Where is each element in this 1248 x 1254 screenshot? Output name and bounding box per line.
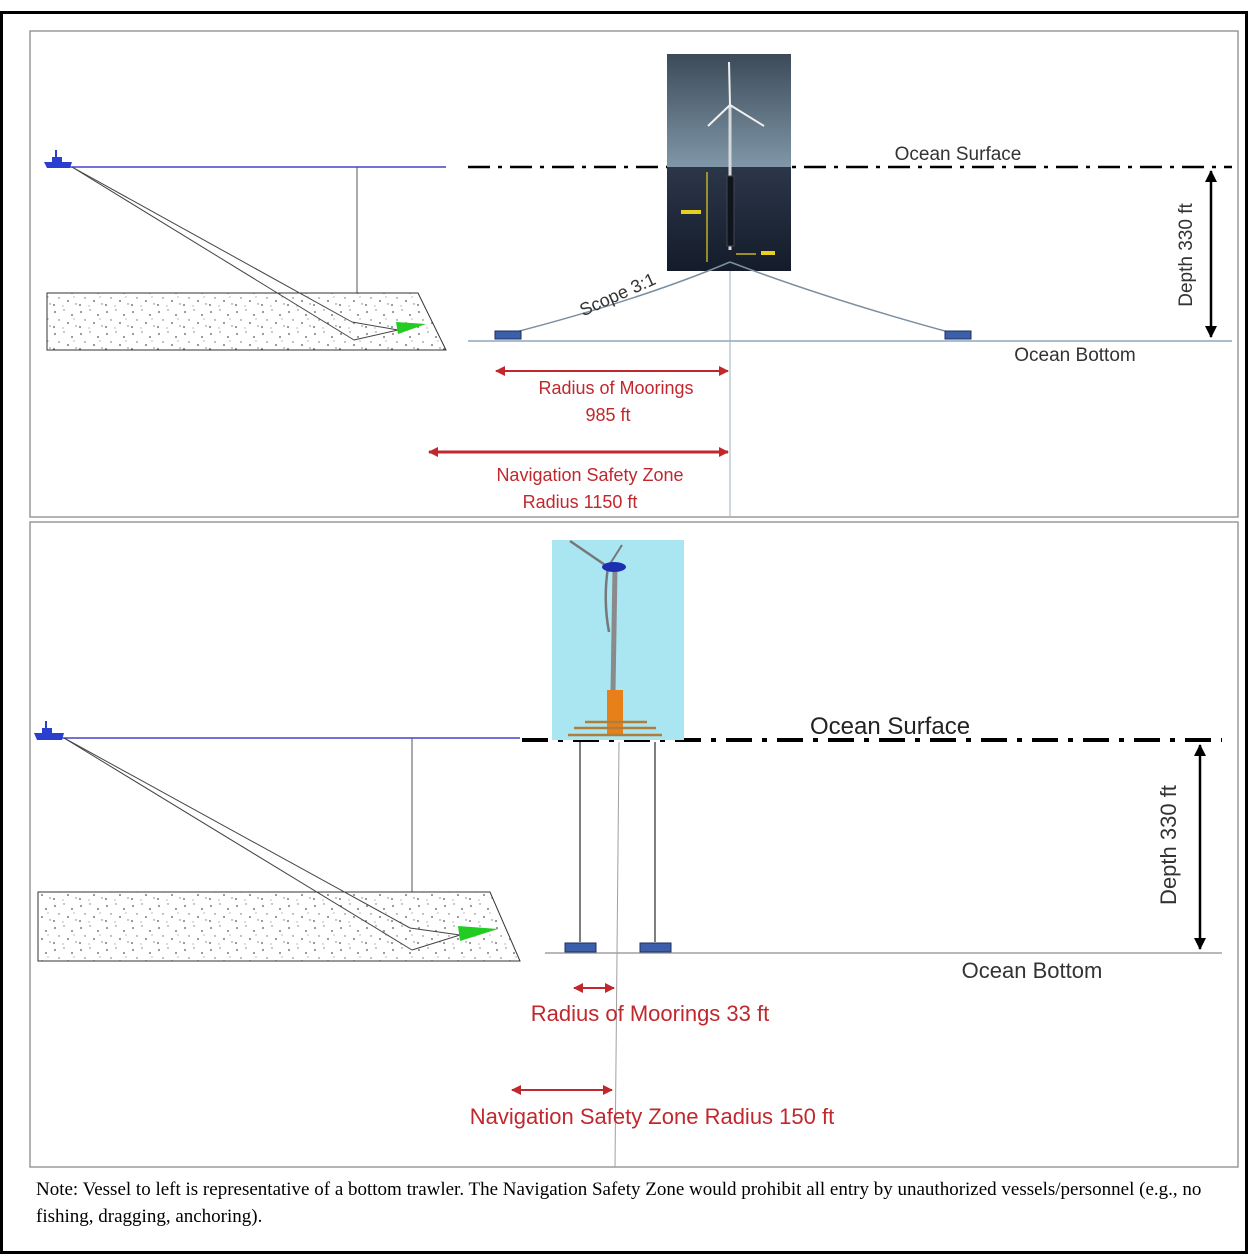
figure-note: Note: Vessel to left is representative o… [36, 1179, 1202, 1227]
trawl-warps [71, 166, 399, 341]
mooring-anchor-left [494, 330, 522, 340]
trawler-vessel-icon [44, 150, 72, 168]
ocean-surface-label: Ocean Surface [810, 713, 970, 740]
mooring-line-left [507, 261, 731, 335]
trawl-net-icon [458, 926, 498, 941]
nav-zone-label-line1: Navigation Safety Zone [496, 465, 683, 485]
trawler-vessel-icon [34, 721, 64, 740]
outer-frame [0, 11, 1248, 1254]
seabed-block [37, 891, 521, 962]
ocean-bottom-label: Ocean Bottom [962, 958, 1103, 983]
centerline [614, 741, 620, 1168]
trawl-net-icon [396, 322, 426, 334]
trawl-warps [63, 737, 461, 951]
tlp-turbine-render [552, 539, 684, 740]
mooring-anchor-right [944, 330, 972, 340]
seabed-block [46, 292, 447, 351]
ocean-bottom-label: Ocean Bottom [1014, 345, 1135, 366]
panel-top-border [29, 30, 1239, 518]
depth-label: Depth 330 ft [1176, 203, 1197, 307]
mooring-anchor-left [564, 942, 597, 953]
nav-zone-label-line2: Radius 1150 ft [523, 492, 638, 512]
spar-turbine-photo [667, 54, 791, 271]
nav-zone-label: Navigation Safety Zone Radius 150 ft [470, 1104, 834, 1129]
panel-top: Ocean Surface Ocean Bottom Depth 330 ft [29, 30, 1239, 518]
mooring-line-right [729, 261, 957, 335]
panel-bottom: Ocean Surface Ocean Bottom Depth 330 ft … [29, 521, 1239, 1168]
mooring-radius-label-line1: Radius of Moorings [538, 378, 693, 398]
mooring-anchor-right [639, 942, 672, 953]
mooring-radius-label: Radius of Moorings 33 ft [531, 1001, 769, 1026]
mooring-radius-label-line2: 985 ft [585, 405, 630, 425]
ocean-surface-label: Ocean Surface [895, 144, 1022, 165]
depth-label: Depth 330 ft [1156, 785, 1181, 905]
